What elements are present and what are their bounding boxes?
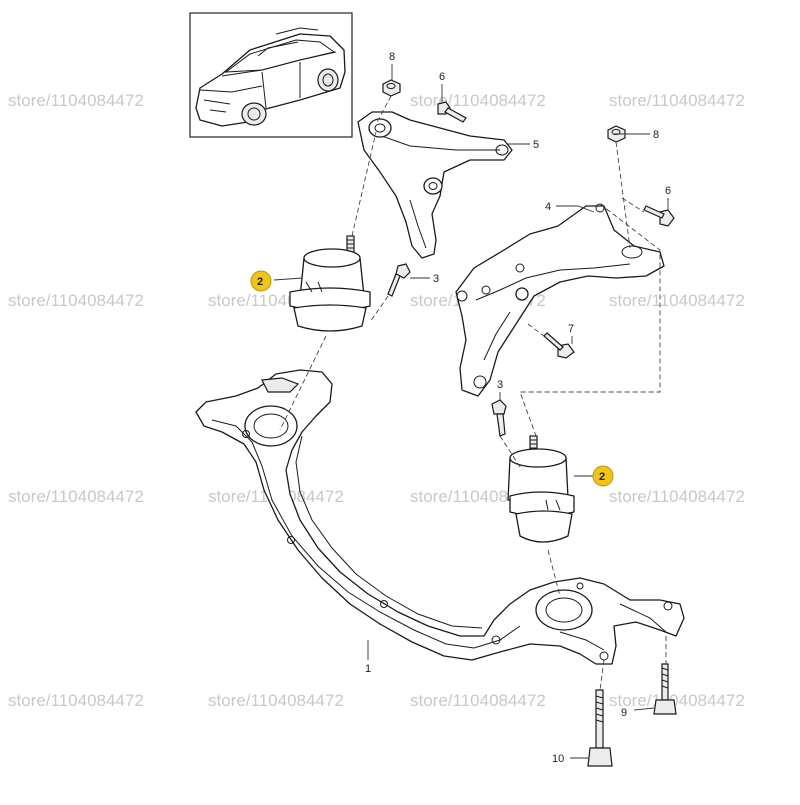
watermark-text: store/1104084472 bbox=[410, 91, 546, 110]
watermark-text: store/1104084472 bbox=[609, 487, 745, 506]
highlight-badge: 2 bbox=[250, 270, 272, 292]
bolt bbox=[387, 263, 411, 297]
watermark-text: store/1104084472 bbox=[410, 691, 546, 710]
callout-5: 5 bbox=[533, 139, 539, 151]
callout-6: 6 bbox=[665, 185, 671, 197]
engine-mount-left bbox=[289, 235, 371, 332]
callouts: 8 6 5 8 6 4 3 7 3 1 9 10 2 2 bbox=[250, 51, 671, 765]
nut bbox=[382, 79, 401, 97]
watermark-text: store/1104084472 bbox=[8, 691, 144, 710]
callout-2: 2 bbox=[257, 276, 263, 288]
callout-8: 8 bbox=[653, 129, 659, 141]
watermark-text: store/1104084472 bbox=[609, 691, 745, 710]
subframe bbox=[195, 369, 685, 665]
callout-7: 7 bbox=[568, 323, 574, 335]
bolt bbox=[437, 101, 467, 123]
watermark-text: store/1104084472 bbox=[8, 291, 144, 310]
bolt bbox=[643, 205, 675, 227]
callout-2: 2 bbox=[599, 471, 605, 483]
assembly-lines bbox=[279, 95, 667, 691]
vehicle-thumbnail bbox=[189, 12, 353, 138]
fasteners bbox=[382, 79, 677, 767]
watermark-text: store/1104084472 bbox=[8, 91, 144, 110]
watermark-text: store/1104084472 bbox=[208, 691, 344, 710]
callout-6: 6 bbox=[439, 71, 445, 83]
bolt bbox=[653, 663, 677, 715]
watermark-text: store/1104084472 bbox=[609, 91, 745, 110]
bolt bbox=[543, 332, 575, 359]
left-mount-bracket bbox=[357, 111, 513, 259]
engine-mount-right bbox=[507, 435, 575, 543]
callout-3: 3 bbox=[433, 273, 439, 285]
bolt bbox=[491, 399, 507, 437]
right-mount-bracket bbox=[455, 203, 665, 397]
vehicle-illustration bbox=[195, 27, 346, 127]
watermark-text: store/1104084472 bbox=[8, 487, 144, 506]
callout-10: 10 bbox=[552, 753, 564, 765]
callout-8: 8 bbox=[389, 51, 395, 63]
leader-lines bbox=[273, 64, 669, 759]
callout-3: 3 bbox=[497, 379, 503, 391]
bolt bbox=[587, 689, 613, 767]
highlight-badge: 2 bbox=[592, 465, 614, 487]
watermark-text: store/1104084472 bbox=[609, 291, 745, 310]
callout-1: 1 bbox=[365, 663, 371, 675]
callout-9: 9 bbox=[621, 707, 627, 719]
callout-4: 4 bbox=[545, 201, 551, 213]
